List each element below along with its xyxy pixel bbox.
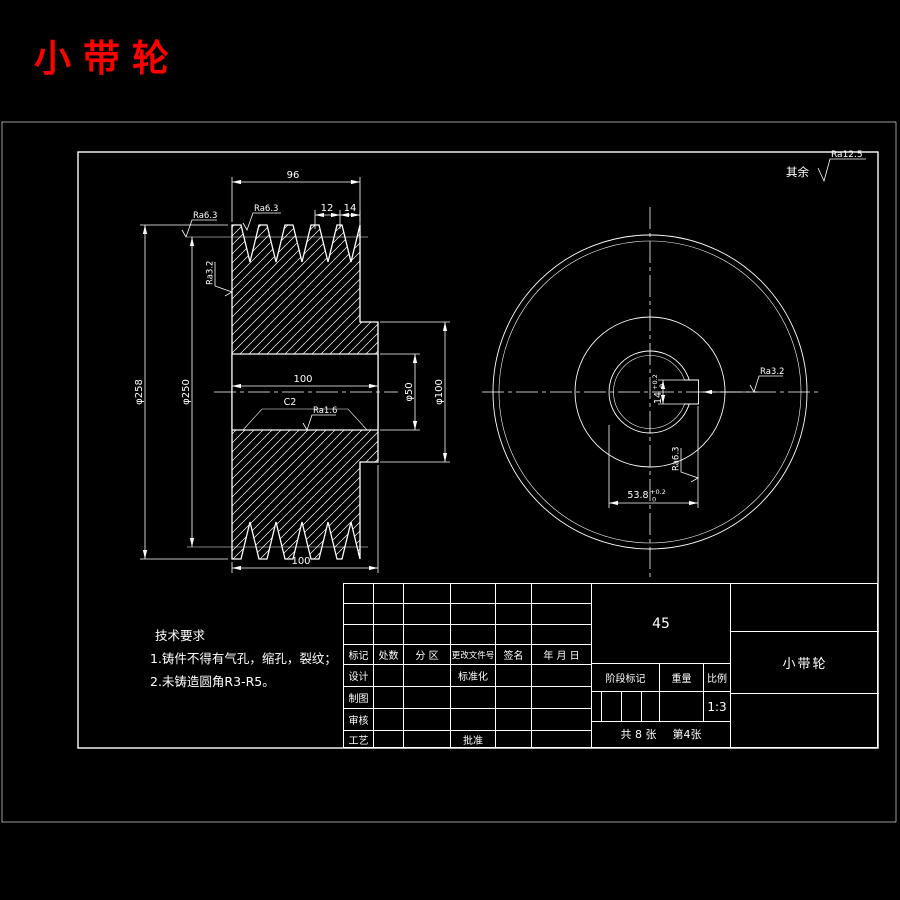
svg-text:53.8: 53.8 (627, 490, 648, 501)
scale-label: 比例 (707, 674, 727, 685)
spec-section: 45 阶段标记 重量 比例 1:3 共 8 张 第4张 (591, 584, 730, 747)
material-grade: 45 (652, 615, 670, 632)
general-roughness-value: Ra12.5 (831, 150, 863, 160)
sheet-number: 第4张 (672, 727, 702, 741)
dim-rim-width: 96 (287, 170, 300, 181)
technical-requirements: 技术要求 1.铸件不得有气孔，缩孔，裂纹； 2.未铸造圆角R3-R5。 (150, 624, 360, 693)
role-label: 设计 (344, 665, 374, 687)
sheet-total: 共 8 张 (620, 727, 657, 741)
roughness-check-icon (214, 262, 233, 297)
roughness-keyway-side: Ra3.2 (749, 367, 784, 393)
name-section: 小带轮 (730, 584, 879, 747)
dim-outer-diameter: φ258 (134, 379, 145, 405)
dim-groove-edge: 14 (344, 203, 357, 214)
dim-overall-length: 100 (291, 556, 310, 567)
roughness-keyway-bottom: Ra6.3 (672, 447, 699, 483)
techreq-item: 2.未铸造圆角R3-R5。 (150, 674, 275, 689)
role-label: 审核 (344, 709, 374, 731)
general-roughness-note: 其余 Ra12.5 (786, 150, 866, 183)
svg-text:+0.2: +0.2 (650, 488, 666, 496)
roughness-bore: Ra1.6 (302, 406, 337, 431)
roughness-groove-flank: Ra6.3 (242, 204, 281, 231)
dim-bore-length: 100 (293, 374, 312, 385)
keyway-slot-profile (242, 408, 368, 431)
dim-groove-pitch: 12 (321, 203, 334, 214)
dim-bore-diameter: φ50 (404, 382, 415, 401)
col-header: 标记 (344, 645, 374, 665)
scale-value: 1:3 (707, 699, 727, 714)
revision-table: 标记 处数 分 区 更改文件号 签名 年 月 日 设计 标准化 制图 审核 工艺… (344, 584, 591, 747)
drawing-title: 小带轮 (34, 36, 181, 80)
col-header: 分 区 (404, 645, 451, 665)
col-header: 年 月 日 (532, 645, 591, 665)
svg-text:14: 14 (653, 392, 664, 404)
col-header: 更改文件号 (451, 645, 496, 665)
stage-label: 阶段标记 (592, 664, 660, 691)
dim-keyway-depth: 53.8 +0.2 0 (627, 488, 665, 504)
role-label: 工艺 (344, 731, 374, 747)
svg-text:Ra6.3: Ra6.3 (193, 211, 217, 221)
roughness-check-icon (680, 448, 699, 483)
techreq-item: 1.铸件不得有气孔，缩孔，裂纹； (150, 651, 337, 666)
approve-label: 批准 (451, 731, 496, 747)
dim-keyway-width: 14 +0.2 0 (651, 374, 666, 404)
roughness-rim-face: Ra3.2 (206, 261, 233, 297)
svg-text:Ra1.6: Ra1.6 (313, 406, 337, 416)
roughness-check-icon (242, 212, 281, 231)
sheet-edge (1, 121, 897, 823)
qiyu-label: 其余 (786, 165, 809, 179)
techreq-title: 技术要求 (155, 628, 206, 643)
dim-chamfer: C2 (284, 397, 297, 408)
col-header: 处数 (374, 645, 404, 665)
svg-text:Ra6.3: Ra6.3 (254, 204, 278, 214)
svg-text:Ra3.2: Ra3.2 (206, 261, 216, 285)
drawing-border (77, 151, 879, 749)
roughness-check-icon (302, 414, 336, 431)
svg-text:Ra6.3: Ra6.3 (672, 447, 682, 471)
roughness-check-icon (181, 219, 217, 238)
roughness-check-icon (749, 375, 783, 393)
col-header: 签名 (496, 645, 532, 665)
svg-text:0: 0 (652, 496, 656, 504)
dim-pitch-diameter: φ250 (181, 379, 192, 405)
svg-text:+0.2: +0.2 (651, 374, 659, 390)
front-view: 14 +0.2 0 53.8 +0.2 0 Ra3.2 Ra6.3 (482, 207, 818, 577)
weight-label: 重量 (660, 664, 704, 691)
title-block: 标记 处数 分 区 更改文件号 签名 年 月 日 设计 标准化 制图 审核 工艺… (343, 583, 879, 748)
role-label: 制图 (344, 687, 374, 709)
section-view: 96 12 14 φ258 φ250 100 C2 (134, 170, 450, 573)
roughness-groove-top: Ra6.3 (181, 211, 217, 238)
svg-text:0: 0 (658, 384, 666, 388)
standardization-label: 标准化 (451, 665, 496, 687)
svg-text:Ra3.2: Ra3.2 (760, 367, 784, 377)
dim-hub-diameter: φ100 (434, 379, 445, 405)
roughness-check-icon (817, 158, 866, 183)
part-name: 小带轮 (782, 657, 828, 672)
